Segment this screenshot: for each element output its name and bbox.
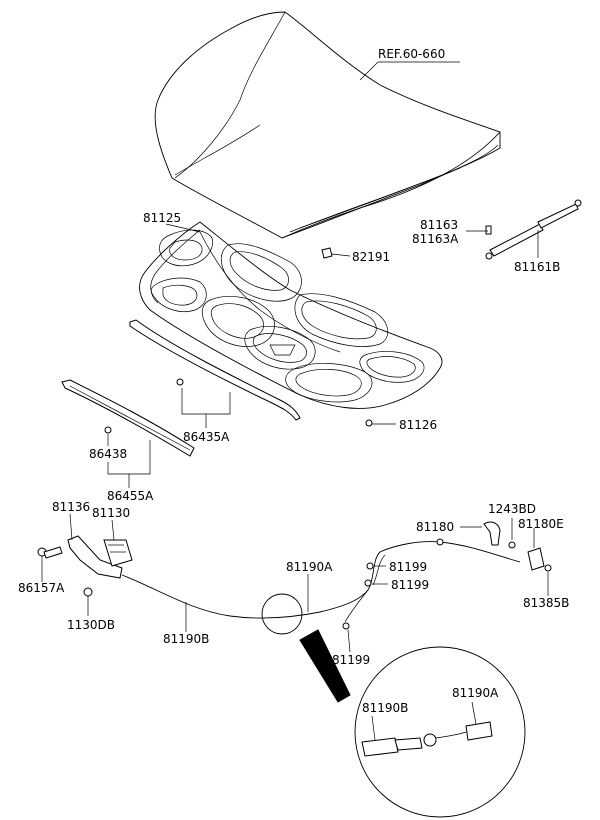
- label-81126: 81126: [399, 418, 437, 432]
- label-81180E: 81180E: [518, 517, 564, 531]
- label-81180: 81180: [416, 520, 454, 534]
- label-81199-upper: 81199: [389, 560, 427, 574]
- weatherstrip: [61, 379, 195, 457]
- release-cable: [121, 541, 521, 635]
- hood-panel: [154, 11, 501, 239]
- label-81385B: 81385B: [523, 596, 569, 610]
- label-81163A: 81163A: [412, 232, 459, 246]
- hood-latch: [43, 535, 133, 579]
- label-81190B: 81190B: [163, 632, 209, 646]
- label-81136: 81136: [52, 500, 90, 514]
- label-1130DB: 1130DB: [67, 618, 115, 632]
- label-ref: REF.60-660: [378, 47, 445, 61]
- label-81125: 81125: [143, 211, 181, 225]
- hood-lift-strut: [485, 199, 582, 260]
- hood-inner-panel: [139, 221, 443, 409]
- fasteners: [37, 247, 373, 597]
- detail-label-81190B: 81190B: [362, 701, 408, 715]
- label-81130: 81130: [92, 506, 130, 520]
- label-81163: 81163: [420, 218, 458, 232]
- label-81190A: 81190A: [286, 560, 333, 574]
- label-82191: 82191: [352, 250, 390, 264]
- label-81199-lower: 81199: [332, 653, 370, 667]
- part-labels: REF.60-660 81125 82191 81163 81163A 8116…: [18, 47, 569, 715]
- label-86455A: 86455A: [107, 489, 154, 503]
- label-86157A: 86157A: [18, 581, 65, 595]
- label-86435A: 86435A: [183, 430, 230, 444]
- label-86438: 86438: [89, 447, 127, 461]
- label-81161B: 81161B: [514, 260, 560, 274]
- leader-lines: [41, 223, 549, 653]
- label-81199-middle: 81199: [391, 578, 429, 592]
- detail-label-81190A: 81190A: [452, 686, 499, 700]
- release-handle: [342, 521, 552, 630]
- label-1243BD: 1243BD: [488, 502, 536, 516]
- hood-seal-strip: [129, 319, 301, 421]
- detail-magnifier: [299, 629, 526, 818]
